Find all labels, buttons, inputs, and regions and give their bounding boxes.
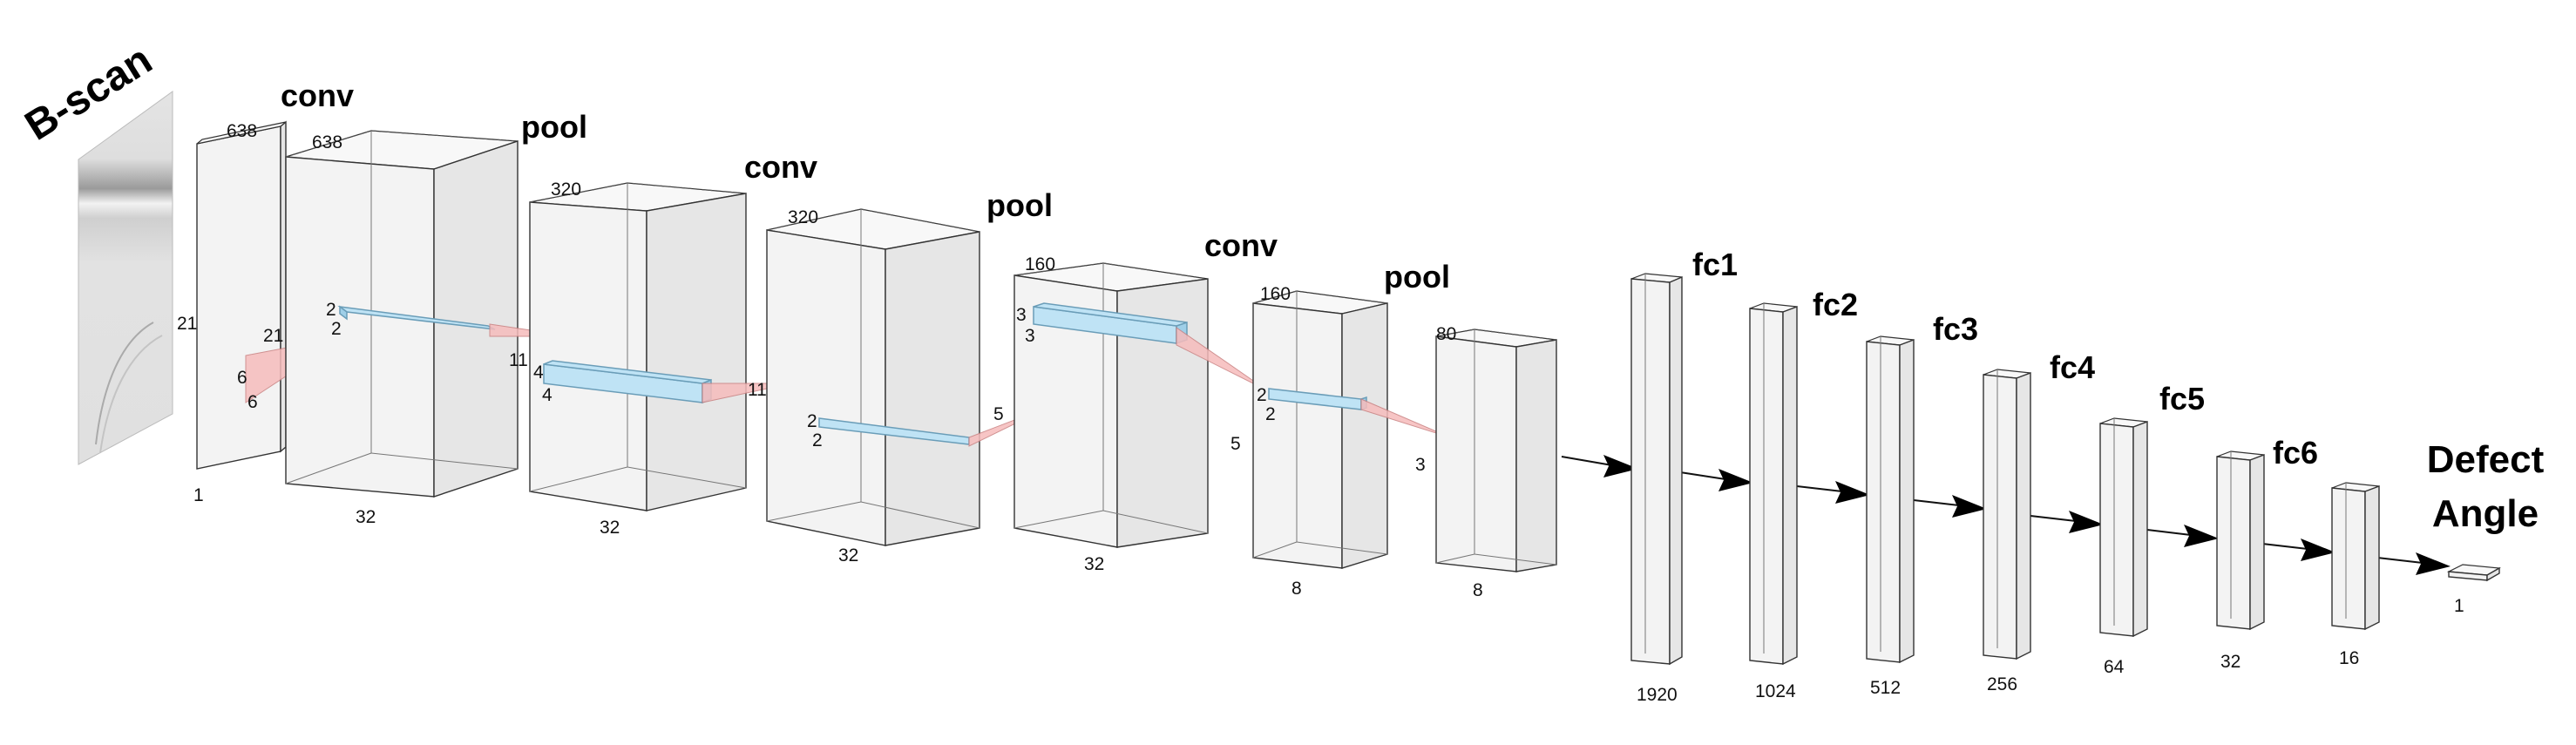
input-height-label: 638	[227, 121, 257, 141]
output-size-label: 1	[2454, 596, 2464, 616]
conv2-out-label: 5	[993, 404, 1004, 424]
conv1-block	[285, 130, 573, 498]
arrow-fc5-fc6	[2146, 525, 2219, 547]
conv3-height-label: 160	[1260, 284, 1291, 304]
pool2-title: pool	[986, 187, 1053, 223]
pool1-channel-label: 32	[600, 518, 620, 538]
input-kernel-b-label: 6	[237, 368, 247, 388]
conv3-title: conv	[1204, 227, 1278, 263]
fc6-size-label: 32	[2220, 652, 2240, 672]
input-kernel-a-label: 21	[263, 326, 283, 346]
fc6-title: fc6	[2273, 435, 2318, 471]
fc6-block	[2216, 450, 2265, 631]
bscan-input	[78, 91, 173, 465]
pool2-height-label: 160	[1025, 254, 1055, 274]
fc3-size-label: 512	[1870, 678, 1901, 698]
conv2-kernel-b-label: 2	[812, 430, 823, 450]
fc7-block	[2331, 482, 2380, 631]
output-node	[2446, 564, 2501, 582]
output-title-line1: Defect	[2427, 438, 2545, 481]
arrow-fc3-fc4	[1913, 495, 1987, 518]
fc4-size-label: 256	[1987, 674, 2017, 694]
conv3-channel-label: 8	[1291, 579, 1302, 599]
fc4-title: fc4	[2050, 349, 2095, 385]
fc3-title: fc3	[1933, 311, 1978, 347]
conv3-width-label: 5	[1230, 434, 1241, 454]
pool1-height-label: 320	[551, 179, 581, 200]
pool2-kernel-a-label: 3	[1016, 305, 1027, 325]
pool1-block	[529, 182, 792, 511]
fc5-size-label: 64	[2104, 657, 2125, 677]
conv2-block	[766, 208, 1052, 546]
fc7-size-label: 16	[2339, 648, 2359, 668]
fc2-block	[1749, 302, 1798, 666]
fc5-block	[2099, 417, 2148, 638]
fc1-title: fc1	[1692, 247, 1738, 282]
pool3-title: pool	[1384, 259, 1450, 295]
input-kernel-c-label: 6	[247, 392, 258, 412]
arrow-fc4-fc5	[2030, 511, 2104, 533]
conv1-kernel-b-label: 2	[331, 319, 342, 339]
pool1-out-label: 11	[748, 380, 767, 400]
pool2-block	[1013, 262, 1268, 548]
conv1-height-label: 638	[312, 132, 342, 152]
pool3-block	[1435, 328, 1557, 572]
conv2-channel-label: 32	[838, 545, 858, 566]
output-title-line2: Angle	[2432, 492, 2539, 535]
pool3-width-label: 3	[1415, 455, 1426, 475]
pool1-kernel-b-label: 4	[542, 385, 552, 405]
fc2-size-label: 1024	[1755, 681, 1796, 701]
conv3-kernel-b-label: 2	[1265, 404, 1276, 424]
arrow-fc6-fc7	[2261, 538, 2335, 561]
pool2-channel-label: 32	[1084, 554, 1104, 574]
conv2-height-label: 320	[788, 207, 818, 227]
pool3-channel-label: 8	[1473, 580, 1483, 600]
conv2-kernel-a-label: 2	[807, 411, 817, 431]
conv1-out-label: 11	[509, 350, 528, 370]
arrow-pool3-fc1	[1561, 455, 1638, 477]
fc2-title: fc2	[1813, 287, 1858, 322]
conv1-channel-label: 32	[356, 507, 376, 527]
fc1-block	[1630, 273, 1683, 666]
fc1-size-label: 1920	[1637, 685, 1678, 705]
conv3-block	[1252, 290, 1451, 569]
input-width-label: 21	[177, 314, 197, 334]
arrow-fc7-output	[2376, 552, 2451, 575]
fc5-title: fc5	[2159, 381, 2205, 417]
conv3-kernel-a-label: 2	[1257, 385, 1267, 405]
input-channel-label: 1	[193, 485, 204, 505]
arrow-fc1-fc2	[1679, 469, 1753, 491]
conv1-title: conv	[281, 78, 354, 113]
arrow-fc2-fc3	[1796, 481, 1870, 504]
pool1-kernel-a-label: 4	[533, 362, 544, 383]
fc3-block	[1866, 335, 1915, 664]
pool2-kernel-b-label: 3	[1025, 326, 1035, 346]
pool3-height-label: 80	[1436, 324, 1456, 344]
conv1-kernel-a-label: 2	[326, 300, 336, 320]
fc4-block	[1983, 369, 2031, 660]
pool1-title: pool	[521, 109, 587, 145]
conv2-title: conv	[744, 149, 817, 185]
